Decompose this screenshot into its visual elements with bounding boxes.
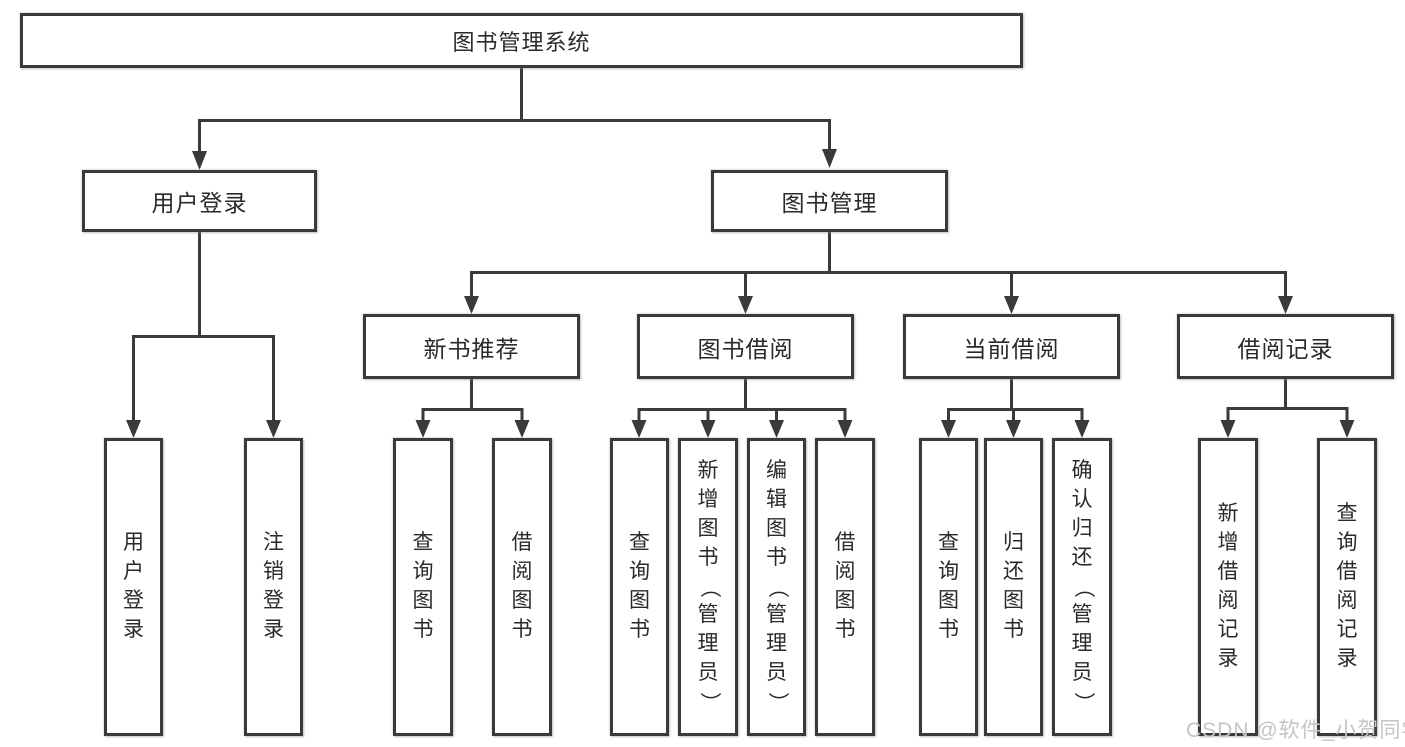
connector-current-borrow-subtree	[941, 379, 1090, 438]
node-label: 归还图书	[1003, 531, 1024, 641]
node-label: 查询图书	[938, 531, 959, 641]
leaf-return-books: 归还图书	[984, 438, 1043, 736]
node-book-borrow: 图书借阅	[637, 314, 854, 379]
node-label: 借阅图书	[511, 531, 533, 641]
watermark-text: CSDN @软件_小贺同学	[1186, 719, 1405, 742]
connector-book-borrow-subtree	[631, 379, 853, 438]
leaf-borrow-books: 借阅图书	[815, 438, 875, 736]
leaf-edit-books-admin: 编辑图书（管理员）	[747, 438, 806, 736]
leaf-query-books-current: 查询图书	[919, 438, 978, 736]
node-label: 编辑图书（管理员）	[765, 458, 789, 714]
connector-book-management-to-level3	[464, 232, 1293, 314]
node-user-login: 用户登录	[82, 170, 317, 232]
node-label: 新增图书（管理员）	[697, 458, 721, 714]
node-label: 查询借阅记录	[1336, 502, 1358, 670]
leaf-borrow-books-recommend: 借阅图书	[492, 438, 552, 736]
leaf-query-books-recommend: 查询图书	[393, 438, 453, 736]
node-label: 用户登录	[151, 190, 248, 216]
node-label: 新增借阅记录	[1217, 502, 1239, 670]
leaf-query-borrow-record: 查询借阅记录	[1317, 438, 1377, 736]
leaf-query-books-borrow: 查询图书	[610, 438, 669, 736]
node-label: 图书管理系统	[452, 29, 591, 55]
node-label: 确认归还（管理员）	[1071, 458, 1095, 714]
connector-user-login-subtree	[126, 232, 281, 438]
node-root: 图书管理系统	[20, 13, 1023, 68]
connector-borrow-record-subtree	[1220, 379, 1355, 438]
node-label: 图书管理	[781, 190, 878, 216]
leaf-logout: 注销登录	[244, 438, 303, 736]
node-label: 当前借阅	[963, 335, 1060, 362]
node-label: 新书推荐	[423, 335, 520, 362]
node-label: 查询图书	[629, 531, 650, 641]
leaf-user-login: 用户登录	[104, 438, 163, 736]
node-label: 查询图书	[412, 531, 434, 641]
node-current-borrow: 当前借阅	[903, 314, 1120, 379]
node-label: 借阅图书	[834, 531, 856, 641]
leaf-confirm-return-admin: 确认归还（管理员）	[1052, 438, 1112, 736]
node-label: 图书借阅	[697, 335, 794, 362]
node-borrow-records: 借阅记录	[1177, 314, 1394, 379]
node-new-book-recommend: 新书推荐	[363, 314, 580, 379]
leaf-add-books-admin: 新增图书（管理员）	[678, 438, 738, 736]
node-label: 注销登录	[263, 531, 284, 641]
connector-root-to-level2	[192, 68, 837, 170]
connector-new-book-recommend-subtree	[415, 379, 530, 438]
node-label: 借阅记录	[1237, 335, 1334, 362]
leaf-add-borrow-record: 新增借阅记录	[1198, 438, 1258, 736]
node-label: 用户登录	[123, 531, 144, 641]
node-book-management: 图书管理	[711, 170, 948, 232]
